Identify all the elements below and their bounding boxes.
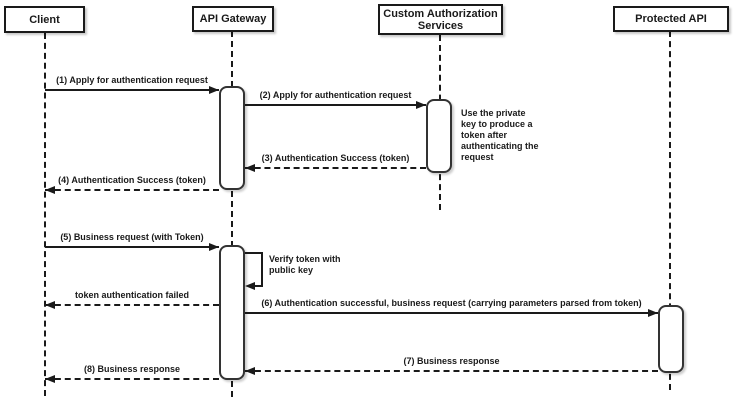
message-7-line — [245, 370, 658, 372]
activation-protected-api — [658, 305, 684, 373]
message-token-failed-line — [45, 304, 219, 306]
participant-custom-authorization-services: Custom Authorization Services — [378, 4, 503, 35]
message-4-arrowhead-icon — [45, 186, 55, 194]
activation-api-gateway-auth — [219, 86, 245, 190]
message-4-line — [45, 189, 219, 191]
message-2-label: (2) Apply for authentication request — [259, 90, 412, 100]
self-message-verify-label: Verify token with public key — [269, 254, 341, 275]
message-3-line — [245, 167, 426, 169]
activation-api-gateway-business — [219, 245, 245, 380]
message-3-label: (3) Authentication Success (token) — [261, 153, 410, 163]
message-1-line — [45, 89, 219, 91]
message-6-label: (6) Authentication successful, business … — [261, 298, 642, 308]
participant-protected-api: Protected API — [613, 6, 729, 32]
message-3-arrowhead-icon — [245, 164, 255, 172]
message-7-label: (7) Business response — [403, 356, 500, 366]
self-message-verify-arrowhead-icon — [245, 282, 255, 290]
lifeline-api-gateway — [231, 31, 233, 397]
message-8-line — [45, 378, 219, 380]
participant-client: Client — [4, 6, 85, 33]
message-6-line — [245, 312, 658, 314]
message-5-arrowhead-icon — [209, 243, 219, 251]
self-message-verify-top — [245, 252, 263, 254]
message-8-arrowhead-icon — [45, 375, 55, 383]
message-token-failed-arrowhead-icon — [45, 301, 55, 309]
message-6-arrowhead-icon — [648, 309, 658, 317]
lifeline-protected-api — [669, 31, 671, 390]
message-token-failed-label: token authentication failed — [74, 290, 189, 300]
participant-api-gateway: API Gateway — [192, 6, 274, 32]
activation-custom-authorization — [426, 99, 452, 173]
message-2-line — [245, 104, 426, 106]
message-1-label: (1) Apply for authentication request — [56, 75, 208, 85]
message-5-label: (5) Business request (with Token) — [60, 232, 204, 242]
message-8-label: (8) Business response — [83, 364, 181, 374]
message-2-arrowhead-icon — [416, 101, 426, 109]
lifeline-client — [44, 33, 46, 396]
self-message-verify-side — [261, 252, 263, 287]
message-5-line — [45, 246, 219, 248]
message-7-arrowhead-icon — [245, 367, 255, 375]
message-4-label: (4) Authentication Success (token) — [58, 175, 206, 185]
message-1-arrowhead-icon — [209, 86, 219, 94]
note-private-key: Use the private key to produce a token a… — [461, 108, 539, 162]
self-message-verify-bottom — [251, 285, 263, 287]
